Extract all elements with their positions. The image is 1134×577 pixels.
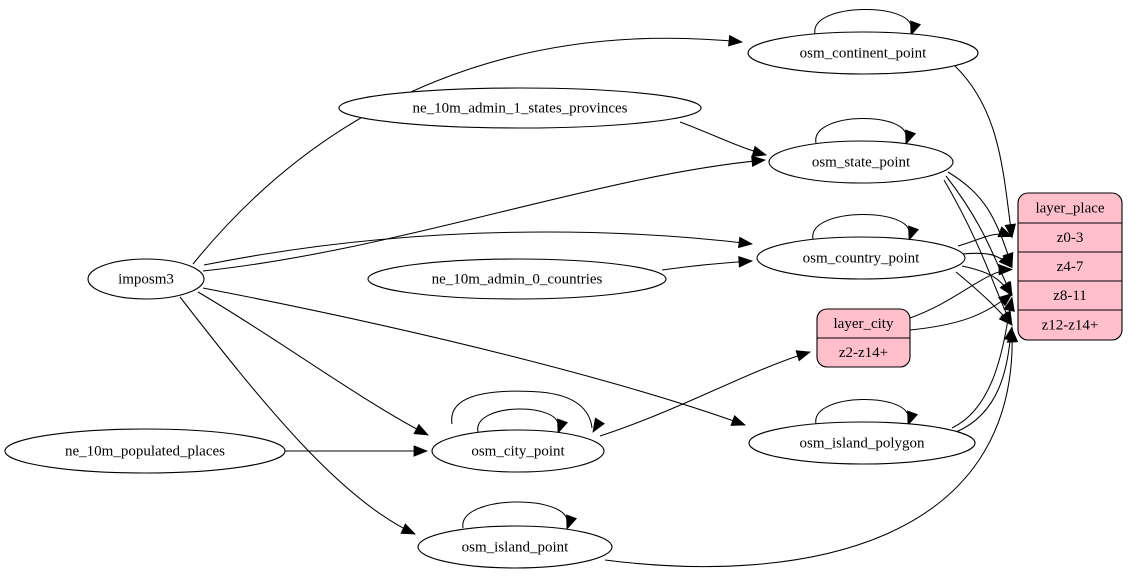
edge-arrowhead	[566, 514, 578, 531]
node-shape-ne_10m_admin_1_states_provinces	[338, 87, 702, 129]
edge-arrowhead	[592, 417, 605, 433]
node-label-ne_10m_admin_1_states_provinces: ne_10m_admin_1_states_provinces	[413, 100, 628, 116]
node-label-osm_island_polygon: osm_island_polygon	[799, 435, 925, 451]
nodes-layer: imposm3 ne_10m_admin_1_states_provincesne…	[4, 31, 979, 569]
record-row-label-layer_place-2: z4-7	[1057, 259, 1084, 275]
node-shape-osm_state_point	[768, 140, 954, 184]
record-row-label-layer_city-0: layer_city	[834, 316, 894, 332]
record-body-layer_place	[1017, 192, 1123, 341]
node-imposm3[interactable]: imposm3	[87, 258, 205, 300]
node-label-osm_city_point: osm_city_point	[471, 443, 565, 459]
edge-arrowhead	[557, 418, 569, 435]
node-label-osm_continent_point: osm_continent_point	[800, 45, 927, 61]
edge-continent-place-z0	[954, 65, 1013, 238]
node-osm_country_point[interactable]: osm_country_point	[756, 236, 966, 280]
edge-city-outer-arc	[451, 390, 593, 429]
edge-ne1states-state	[679, 121, 767, 156]
edge-arrowhead	[413, 423, 429, 436]
node-label-osm_country_point: osm_country_point	[803, 250, 920, 266]
record-row-label-layer_place-1: z0-3	[1057, 230, 1084, 246]
edge-arrowhead	[751, 145, 768, 157]
record-row-label-layer_place-3: z8-11	[1053, 288, 1087, 304]
edge-arrowhead	[998, 253, 1013, 269]
edge-ne0countries-country	[661, 260, 753, 271]
node-osm_island_polygon[interactable]: osm_island_polygon	[748, 421, 976, 465]
edge-arrowhead	[998, 311, 1013, 326]
node-label-osm_state_point: osm_state_point	[812, 154, 911, 170]
edge-arrowhead	[795, 350, 812, 362]
edge-imposm3-state	[202, 159, 766, 272]
edge-arrowhead	[998, 263, 1014, 276]
node-osm_city_point[interactable]: osm_city_point	[431, 429, 605, 473]
edge-arrowhead	[910, 20, 922, 37]
records-layer: layer_place z0-3 z4-7 z8-11 z12-z14+ layer_ci…	[816, 192, 1123, 368]
self-loop-osm_state_point	[815, 117, 907, 144]
node-shape-imposm3	[87, 258, 205, 300]
node-osm_continent_point[interactable]: osm_continent_point	[747, 31, 979, 75]
edge-arrowhead	[751, 155, 767, 167]
edge-arrowhead	[905, 129, 917, 146]
node-shape-ne_10m_populated_places	[4, 428, 286, 474]
edge-arrowhead	[400, 523, 416, 535]
node-label-ne_10m_admin_0_countries: ne_10m_admin_0_countries	[432, 271, 603, 287]
edge-arrowhead	[738, 256, 754, 268]
edge-arrowhead	[907, 410, 919, 427]
self-loop-osm_country_point	[812, 213, 910, 240]
self-loop-osm_city_point	[477, 408, 559, 433]
node-shape-osm_country_point	[756, 236, 966, 280]
self-loop-osm_island_point	[462, 501, 568, 529]
edge-imposm3-city	[197, 291, 429, 436]
edge-arrowhead	[1006, 327, 1019, 343]
record-row-label-layer_place-0: layer_place	[1035, 200, 1104, 216]
edge-imposm3-islandpoint	[179, 296, 416, 535]
record-row-label-layer_city-1: z2-z14+	[839, 345, 888, 361]
node-osm_island_point[interactable]: osm_island_point	[417, 525, 613, 569]
node-label-osm_island_point: osm_island_point	[462, 539, 570, 555]
self-loop-osm_island_polygon	[815, 398, 909, 425]
edge-arrowhead	[999, 281, 1013, 297]
edge-islandpoint-place-z12	[604, 328, 1013, 568]
edge-arrowhead	[728, 34, 744, 47]
node-ne_10m_admin_0_countries[interactable]: ne_10m_admin_0_countries	[367, 258, 667, 300]
edges-layer	[179, 8, 1019, 568]
edge-imposm3-continent	[192, 37, 743, 265]
edge-arrowhead	[738, 236, 754, 249]
edge-osmcity-layercity	[599, 351, 811, 437]
record-row-label-layer_place-4: z12-z14+	[1042, 317, 1099, 333]
self-loop-osm_continent_point	[814, 8, 912, 35]
node-ne_10m_populated_places[interactable]: ne_10m_populated_places	[4, 428, 286, 474]
node-label-ne_10m_populated_places: ne_10m_populated_places	[65, 443, 225, 459]
edge-imposm3-islandpoly	[202, 287, 746, 426]
node-ne_10m_admin_1_states_provinces[interactable]: ne_10m_admin_1_states_provinces	[338, 87, 702, 129]
node-shape-osm_city_point	[431, 429, 605, 473]
node-shape-ne_10m_admin_0_countries	[367, 258, 667, 300]
edge-arrowhead	[908, 225, 920, 242]
edge-arrowhead	[1004, 223, 1016, 239]
record-node-layer_city[interactable]: layer_city z2-z14+	[816, 308, 911, 368]
edge-arrowhead	[997, 226, 1014, 238]
record-node-layer_place[interactable]: layer_place z0-3 z4-7 z8-11 z12-z14+	[1017, 192, 1123, 341]
edge-arrowhead	[730, 415, 747, 426]
node-shape-osm_island_polygon	[748, 421, 976, 465]
node-shape-osm_island_point	[417, 525, 613, 569]
edge-arrowhead	[1003, 296, 1015, 312]
node-shape-osm_continent_point	[747, 31, 979, 75]
edge-arrowhead	[413, 445, 429, 457]
edge-state-place-z4	[947, 171, 1013, 267]
node-label-imposm3: imposm3	[118, 271, 174, 287]
node-osm_state_point[interactable]: osm_state_point	[768, 140, 954, 184]
edge-arrowhead	[997, 292, 1013, 307]
edge-imposm3-country	[203, 231, 753, 266]
